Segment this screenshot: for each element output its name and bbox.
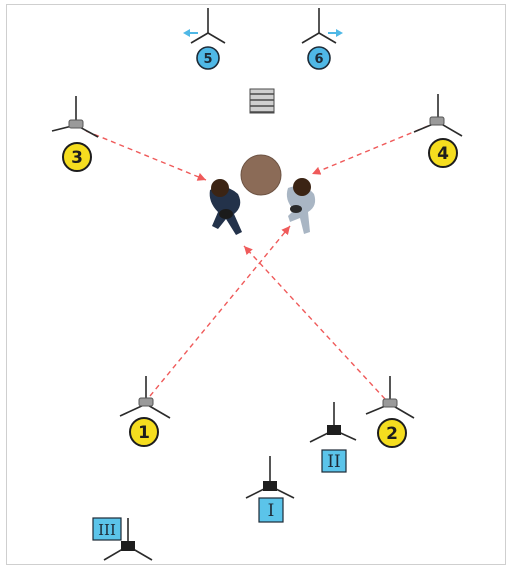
arrow-right-icon (328, 29, 343, 37)
sightline-2 (243, 245, 386, 400)
camera-label-III: III (92, 517, 122, 541)
sightline-1 (149, 225, 291, 397)
camera-label-I-text: I (268, 501, 275, 521)
light-stand-5-icon (190, 8, 226, 44)
person-left-icon (209, 179, 242, 235)
badge-5-label: 5 (203, 52, 212, 67)
badge-2: 2 (377, 418, 407, 448)
light-stand-3-icon (51, 96, 99, 138)
arrow-left-icon (183, 29, 198, 37)
badge-2-label: 2 (386, 424, 398, 444)
camera-stand-II-icon (309, 402, 357, 443)
badge-3: 3 (62, 142, 92, 172)
bench-icon (249, 88, 275, 114)
camera-label-I: I (258, 497, 284, 523)
camera-label-II: II (321, 449, 347, 473)
badge-6-label: 6 (314, 52, 323, 67)
badge-5: 5 (196, 46, 220, 70)
light-stand-1-icon (119, 376, 171, 419)
round-table-icon (240, 154, 282, 196)
camera-label-II-text: II (327, 452, 340, 472)
camera-stand-III-icon (103, 518, 153, 561)
sightlines (85, 125, 429, 400)
sightline-4 (311, 125, 429, 175)
badge-4: 4 (428, 138, 458, 168)
badge-1: 1 (129, 417, 159, 447)
light-stand-6-icon (301, 8, 337, 44)
sightline-3 (85, 130, 207, 181)
light-stand-2-icon (365, 376, 415, 419)
badge-3-label: 3 (71, 148, 83, 168)
light-stand-4-icon (413, 94, 463, 137)
badge-6: 6 (307, 46, 331, 70)
camera-label-III-text: III (98, 521, 116, 539)
badge-4-label: 4 (437, 144, 449, 164)
badge-1-label: 1 (138, 423, 150, 443)
camera-stand-I-icon (245, 456, 295, 499)
person-right-icon (286, 178, 316, 234)
